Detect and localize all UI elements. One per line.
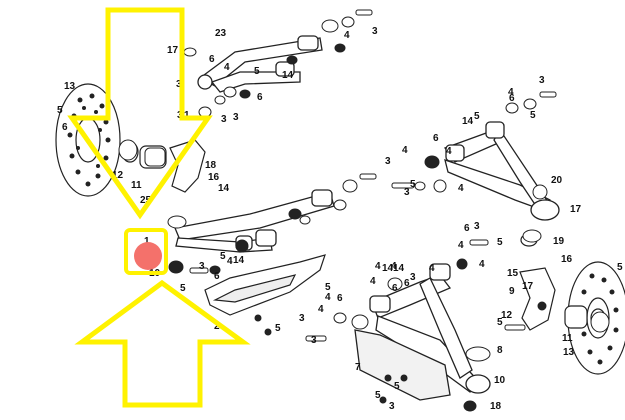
part-callout: 5 bbox=[410, 179, 416, 190]
part-callout: 4 bbox=[227, 256, 233, 267]
part-callout: 4 bbox=[458, 240, 464, 251]
part-callout: 1 bbox=[144, 236, 150, 247]
part-callout: 5 bbox=[220, 251, 226, 262]
part-callout: 17 bbox=[570, 204, 582, 215]
part-callout: 5 bbox=[617, 262, 623, 273]
part-callout: 6 bbox=[392, 283, 398, 294]
part-callout: 5 bbox=[497, 237, 503, 248]
part-callout: 25 bbox=[140, 195, 152, 206]
part-callout: 12 bbox=[112, 170, 124, 181]
part-callout: 14 bbox=[218, 183, 230, 194]
part-callout: 8 bbox=[497, 345, 503, 356]
part-callout: 13 bbox=[563, 347, 575, 358]
part-callout: 5 bbox=[375, 390, 381, 401]
part-callout: 5 bbox=[394, 381, 400, 392]
part-callout: 23 bbox=[215, 28, 227, 39]
part-callout: 4 bbox=[318, 304, 324, 315]
part-callout: 5 bbox=[497, 317, 503, 328]
part-callout: 3 bbox=[404, 187, 410, 198]
part-callout: 6 bbox=[62, 122, 68, 133]
part-callout: 11 bbox=[562, 333, 573, 344]
part-callout: 18 bbox=[205, 160, 217, 171]
part-callout: 15 bbox=[507, 268, 519, 279]
part-callout: 5 bbox=[180, 283, 186, 294]
part-callout: 14 bbox=[233, 255, 245, 266]
part-callout: 3 bbox=[410, 272, 416, 283]
yellow-annotations bbox=[67, 7, 251, 408]
part-callout: 3 bbox=[176, 79, 182, 90]
part-callout: 4 bbox=[375, 261, 381, 272]
part-callout: 7 bbox=[355, 362, 361, 373]
part-callout: 10 bbox=[494, 375, 506, 386]
part-callout: 4 bbox=[479, 259, 485, 270]
part-callout: 4 bbox=[325, 292, 331, 303]
part-callout: 3 bbox=[311, 335, 317, 346]
part-callout: 6 bbox=[337, 293, 343, 304]
hardware-parts bbox=[118, 9, 610, 412]
down-arrow-annotation bbox=[67, 7, 213, 220]
highlight-box bbox=[124, 228, 168, 275]
part-callout: 4 bbox=[370, 276, 376, 287]
part-callout: 6 bbox=[509, 93, 515, 104]
part-callout: 5 bbox=[275, 323, 281, 334]
upper-right-a-arm bbox=[443, 121, 560, 221]
part-callout: 12 bbox=[501, 310, 513, 321]
upper-left-a-arm bbox=[197, 35, 323, 93]
left-skid-plate bbox=[204, 254, 326, 316]
part-callout: 2 bbox=[214, 321, 220, 332]
part-callout: 4 bbox=[391, 261, 397, 272]
part-callout: 3 bbox=[233, 112, 239, 123]
part-callout: 4 bbox=[224, 62, 230, 73]
part-callout: 14 bbox=[282, 70, 294, 81]
part-callout: 3 bbox=[474, 221, 480, 232]
red-marker-dot bbox=[134, 242, 162, 270]
part-callout: 14 bbox=[393, 263, 405, 274]
part-callout: 16 bbox=[561, 254, 573, 265]
part-callout: 3 bbox=[221, 114, 227, 125]
part-callout: 4 bbox=[458, 183, 464, 194]
part-callout: 3 bbox=[385, 156, 391, 167]
part-callout: 5 bbox=[57, 105, 63, 116]
part-callout: 4 bbox=[429, 263, 435, 274]
part-callout: 9 bbox=[509, 286, 515, 297]
part-callout: 14 bbox=[462, 116, 474, 127]
part-callout: 6 bbox=[404, 278, 410, 289]
part-callout: 6 bbox=[209, 54, 215, 65]
part-callout: 3 bbox=[299, 313, 305, 324]
part-callout: 3 bbox=[372, 26, 378, 37]
part-callout: 16 bbox=[208, 172, 220, 183]
lower-right-a-arm bbox=[354, 263, 491, 401]
part-callout: 5 bbox=[530, 110, 536, 121]
part-callout: 13 bbox=[64, 81, 76, 92]
part-callout: 20 bbox=[551, 175, 563, 186]
part-callout: 4 bbox=[446, 146, 452, 157]
part-callout: 4 bbox=[402, 145, 408, 156]
part-callout: 6 bbox=[214, 271, 220, 282]
part-callout: 6 bbox=[257, 92, 263, 103]
part-callout: 3 bbox=[539, 75, 545, 86]
part-callout: 3 bbox=[199, 261, 205, 272]
part-callout: 19 bbox=[553, 236, 565, 247]
part-callout: 5 bbox=[474, 111, 480, 122]
part-callout: 4 bbox=[508, 87, 514, 98]
part-callout: 5 bbox=[325, 282, 331, 293]
part-callout: 18 bbox=[490, 401, 502, 412]
part-callout: 6 bbox=[464, 223, 470, 234]
part-callout: 17 bbox=[167, 45, 179, 56]
part-callout: 4 bbox=[344, 30, 350, 41]
part-callout: 14 bbox=[382, 263, 394, 274]
part-callout: 5 bbox=[254, 66, 260, 77]
part-callout: 11 bbox=[131, 180, 142, 191]
part-callout: 6 bbox=[433, 133, 439, 144]
up-arrow-annotation bbox=[74, 279, 251, 408]
part-callout: 17 bbox=[522, 281, 534, 292]
part-callout: 3 bbox=[389, 401, 395, 412]
